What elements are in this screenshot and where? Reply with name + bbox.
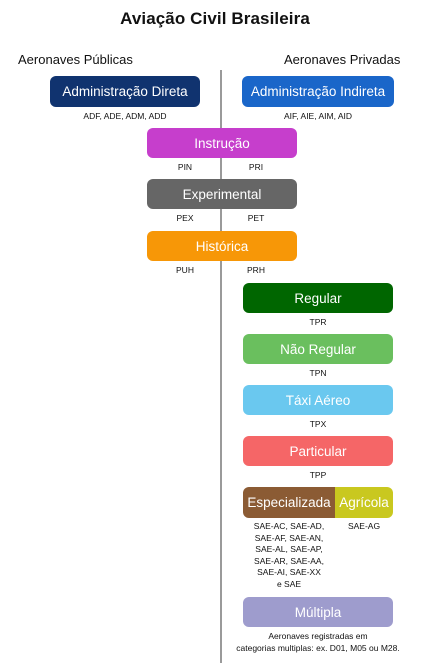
category-experimental-code-private: PET	[247, 213, 265, 223]
multipla-note-line: categorias multiplas: ex. D01, M05 ou M2…	[236, 642, 400, 653]
center-divider	[220, 70, 222, 663]
category-indireta-codes: AIF, AIE, AIM, AID	[283, 111, 353, 121]
category-indireta: Administração Indireta	[242, 76, 394, 107]
category-instrucao: Instrução	[147, 128, 297, 158]
category-especializada-label: Especializada	[247, 495, 331, 510]
category-regular-code: TPR	[309, 317, 327, 327]
category-nao-regular-label: Não Regular	[280, 341, 356, 357]
category-taxi-aereo-code: TPX	[309, 419, 327, 429]
public-aircraft-header: Aeronaves Públicas	[18, 52, 133, 67]
category-instrucao-label: Instrução	[194, 135, 250, 151]
category-multipla-label: Múltipla	[294, 604, 342, 620]
especializada-code-line: SAE-AC, SAE-AD,	[253, 521, 325, 531]
category-regular: Regular	[243, 283, 393, 313]
category-particular-code: TPP	[309, 470, 327, 480]
category-regular-label: Regular	[294, 290, 342, 306]
category-historica-label: Histórica	[195, 238, 249, 254]
category-historica: Histórica	[147, 231, 297, 261]
category-agricola-label: Agrícola	[339, 495, 389, 510]
category-instrucao-code-public: PIN	[177, 162, 193, 172]
especializada-code-line: SAE-AR, SAE-AA,	[254, 555, 324, 566]
category-experimental-code-public: PEX	[176, 213, 194, 223]
category-experimental-label: Experimental	[182, 186, 262, 202]
category-nao-regular: Não Regular	[243, 334, 393, 364]
category-direta-label: Administração Direta	[62, 84, 188, 99]
category-direta: Administração Direta	[50, 76, 200, 107]
category-particular: Particular	[243, 436, 393, 466]
category-particular-label: Particular	[289, 443, 347, 459]
page-title: Aviação Civil Brasileira	[120, 9, 310, 28]
category-experimental: Experimental	[147, 179, 297, 209]
especializada-code-line: SAE-AL, SAE-AP,	[255, 544, 323, 554]
category-taxi-aereo-label: Táxi Aéreo	[285, 392, 351, 408]
category-especializada: Especializada	[243, 487, 335, 518]
especializada-code-line: SAE-AI, SAE-XX	[257, 567, 321, 577]
multipla-note-line: Aeronaves registradas em	[268, 631, 368, 641]
category-agricola-code: SAE-AG	[347, 521, 381, 531]
especializada-code-line: e SAE	[276, 578, 302, 589]
category-especializada-codes: SAE-AC, SAE-AD, SAE-AF, SAE-AN, SAE-AL, …	[243, 521, 335, 590]
category-historica-code-public: PUH	[176, 265, 194, 275]
category-multipla: Múltipla	[243, 597, 393, 627]
category-instrucao-code-private: PRI	[248, 162, 264, 172]
category-multipla-note: Aeronaves registradas em categorias mult…	[218, 631, 418, 654]
especializada-code-line: SAE-AF, SAE-AN,	[254, 532, 324, 543]
category-historica-code-private: PRH	[247, 265, 265, 275]
category-taxi-aereo: Táxi Aéreo	[243, 385, 393, 415]
category-nao-regular-code: TPN	[309, 368, 327, 378]
category-direta-codes: ADF, ADE, ADM, ADD	[83, 111, 167, 121]
category-agricola: Agrícola	[335, 487, 393, 518]
private-aircraft-header: Aeronaves Privadas	[284, 52, 401, 67]
category-indireta-label: Administração Indireta	[250, 84, 386, 99]
